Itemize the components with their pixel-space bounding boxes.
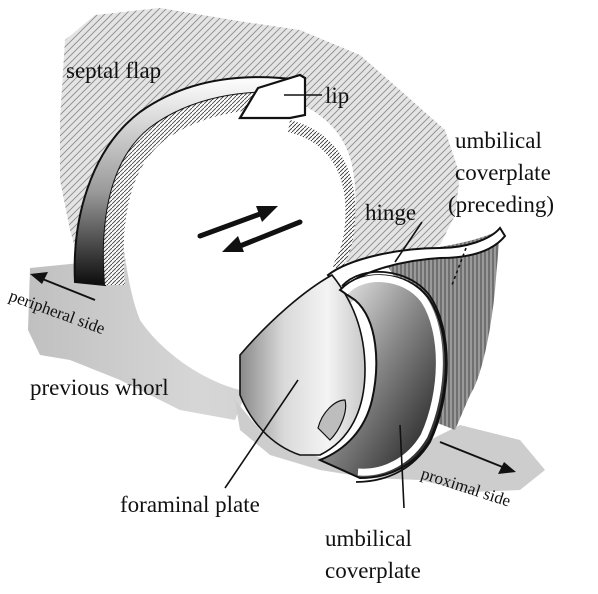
- label-foraminal-plate: foraminal plate: [120, 492, 260, 517]
- label-septal-flap: septal flap: [66, 58, 161, 83]
- label-hinge: hinge: [365, 200, 416, 225]
- label-umbilical-coverplate-preceding-1: umbilical: [455, 128, 542, 153]
- label-previous-whorl: previous whorl: [30, 375, 169, 400]
- label-umbilical-coverplate-1: umbilical: [325, 526, 412, 551]
- label-lip: lip: [325, 83, 349, 108]
- label-umbilical-coverplate-preceding-3: (preceding): [448, 192, 554, 217]
- label-umbilical-coverplate-preceding-2: coverplate: [455, 160, 551, 185]
- label-umbilical-coverplate-2: coverplate: [325, 558, 421, 583]
